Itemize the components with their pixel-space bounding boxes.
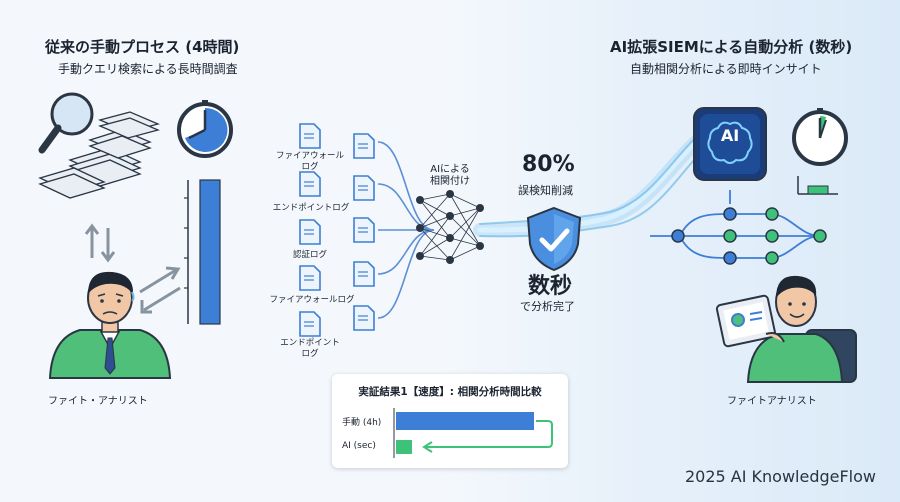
manual-time-bar [184, 179, 221, 325]
log-label-firewall-2: ファイアウォールログ [269, 295, 355, 305]
ai-time-bar [797, 176, 838, 195]
log-document-icon [299, 261, 375, 291]
network-label: AIによる 相関付け [430, 164, 470, 187]
log-label-auth: 認証ログ [292, 250, 327, 260]
right-person-label: ファイトアナリスト [727, 396, 817, 407]
left-subtitle: 手動クエリ検索による長時間調査 [58, 62, 238, 76]
correlation-graph [650, 190, 827, 265]
log-document-icon [299, 123, 375, 159]
log-label-endpoint-2: エンドポイント ログ [280, 338, 340, 359]
log-label-endpoint-1: エンドポイントログ [272, 203, 350, 213]
feedback-arrows [84, 223, 181, 314]
bar-ai [396, 440, 412, 454]
ai-chip-label: AI [720, 126, 740, 145]
log-document-icon [299, 217, 375, 245]
log-flow-lines [377, 141, 435, 319]
speed-value: 数秒 [528, 274, 573, 299]
tablet-icon [715, 294, 777, 348]
shield-check-icon [526, 206, 582, 272]
footer-credit: 2025 AI KnowledgeFlow [684, 467, 876, 486]
left-person-label: ファイト・アナリスト [48, 396, 148, 407]
speed-comparison-card: 実証結果1【速度】: 相関分析時間比較 手動 (4h) AI (sec) [332, 374, 568, 468]
magnifier-documents-illustration [38, 92, 160, 199]
log-document-icon [299, 305, 375, 337]
right-title: AI拡張SIEMによる自動分析 (数秒) [610, 38, 853, 56]
neural-network-icon [416, 190, 484, 264]
log-documents [299, 123, 375, 337]
accuracy-label: 誤検知削減 [518, 184, 573, 197]
bar-manual [396, 412, 534, 430]
right-subtitle: 自動相関分析による即時インサイト [630, 62, 822, 76]
left-title: 従来の手動プロセス (4時間) [45, 38, 240, 56]
comparison-arrow [426, 420, 553, 448]
bar-label-ai: AI (sec) [342, 441, 376, 451]
diagonal-arrows-icon [139, 266, 181, 314]
analyst-stressed-illustration [48, 271, 172, 379]
bar-label-manual: 手動 (4h) [342, 418, 382, 428]
ai-chip-icon [693, 107, 767, 181]
magnifier-icon [38, 92, 94, 154]
accuracy-value: 80% [522, 152, 575, 177]
comparison-title: 実証結果1【速度】: 相関分析時間比較 [358, 386, 542, 398]
analyst-happy-illustration [715, 275, 857, 383]
comparison-bars [393, 408, 553, 458]
document-stack-icon [38, 111, 160, 199]
speed-label: で分析完了 [520, 300, 575, 313]
clock-fast-icon [792, 108, 848, 166]
clock-icon [177, 100, 233, 158]
log-document-icon [299, 171, 375, 201]
up-down-arrows-icon [84, 223, 116, 263]
log-label-firewall-1: ファイアウォール ログ [275, 151, 344, 172]
